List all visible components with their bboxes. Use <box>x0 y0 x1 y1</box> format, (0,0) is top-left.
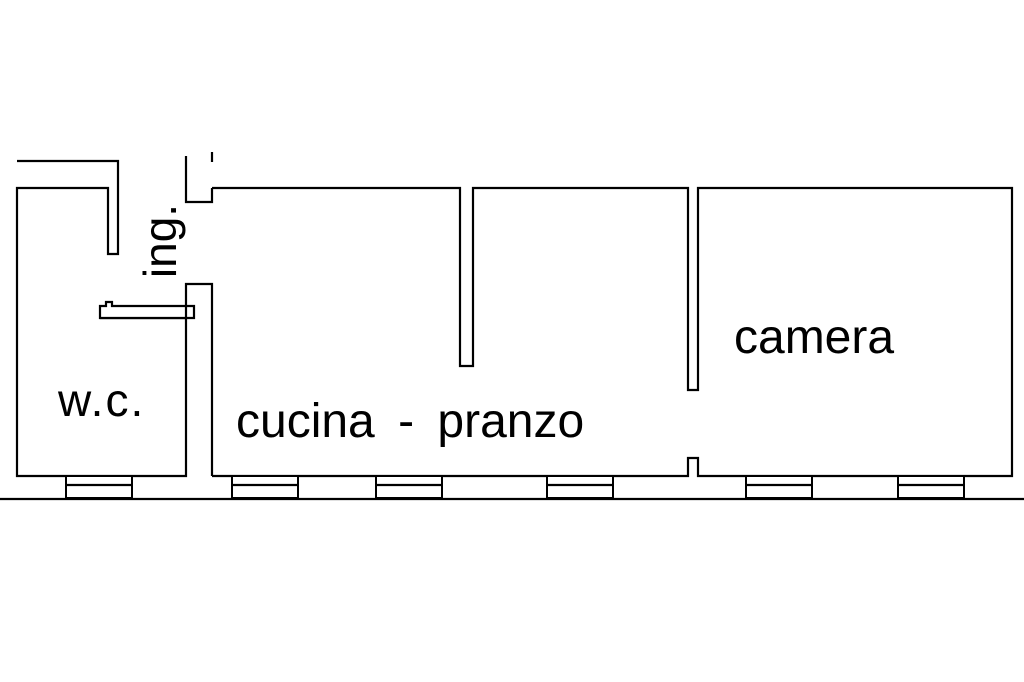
window-wc <box>65 475 133 499</box>
window-cucina-1 <box>231 475 299 499</box>
entrance-jamb-bottom <box>184 282 214 476</box>
wc-room-outline <box>15 159 188 478</box>
main-outer-wall <box>212 186 1014 478</box>
window-camera-2 <box>897 475 965 499</box>
window-camera-1 <box>745 475 813 499</box>
wc-door-stub <box>98 300 196 320</box>
windows <box>65 475 965 499</box>
room-label-camera: camera <box>734 311 895 364</box>
room-label-ingresso: ing. <box>134 203 186 279</box>
entrance-jamb-top <box>184 156 214 204</box>
room-label-wc: w.c. <box>58 374 146 426</box>
window-cucina-2 <box>375 475 443 499</box>
room-label-cucina-pranzo: cucina - pranzo <box>236 395 585 448</box>
window-cucina-3 <box>546 475 614 499</box>
